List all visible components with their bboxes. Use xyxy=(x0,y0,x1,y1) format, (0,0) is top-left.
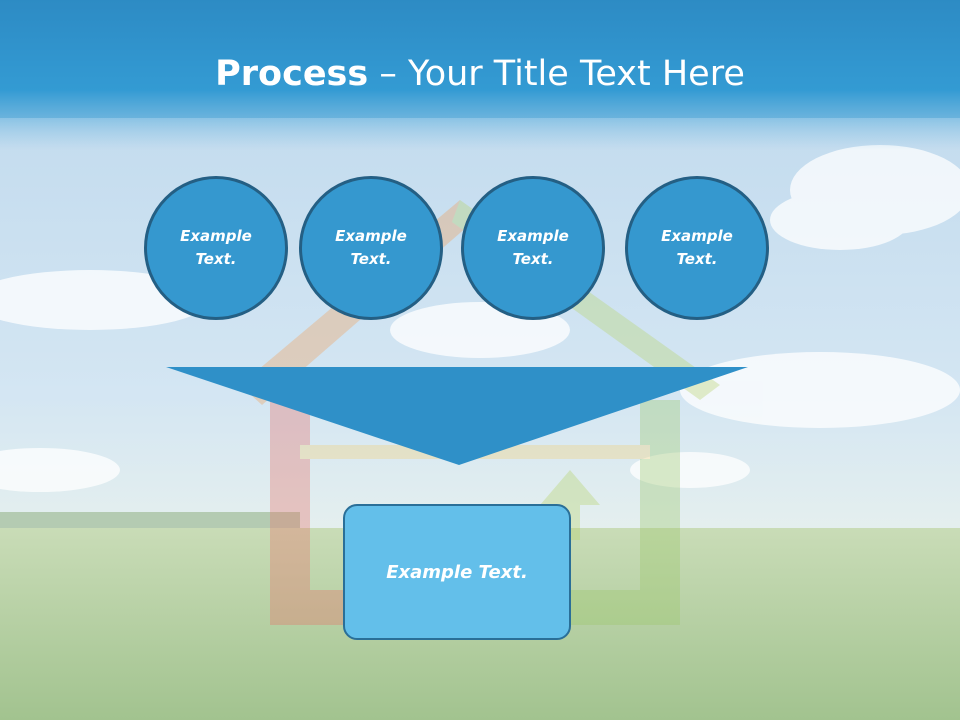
step-circle-1-text: Example Text. xyxy=(180,227,252,268)
result-box: Example Text. xyxy=(343,504,571,640)
step-circle-2: Example Text. xyxy=(299,176,443,320)
step-circle-4-text: Example Text. xyxy=(661,227,733,268)
step-circle-1: Example Text. xyxy=(144,176,288,320)
slide-title: Process – Your Title Text Here xyxy=(0,52,960,96)
title-bar xyxy=(0,0,960,150)
step-circle-3: Example Text. xyxy=(461,176,605,320)
funnel-arrow xyxy=(166,367,748,465)
title-rest: – Your Title Text Here xyxy=(368,54,745,94)
clouds xyxy=(0,145,960,492)
tree-line xyxy=(0,512,300,532)
result-box-text: Example Text. xyxy=(386,561,528,583)
title-bold: Process xyxy=(215,54,369,94)
step-circle-4: Example Text. xyxy=(625,176,769,320)
step-circle-2-text: Example Text. xyxy=(335,227,407,268)
step-circle-3-text: Example Text. xyxy=(497,227,569,268)
